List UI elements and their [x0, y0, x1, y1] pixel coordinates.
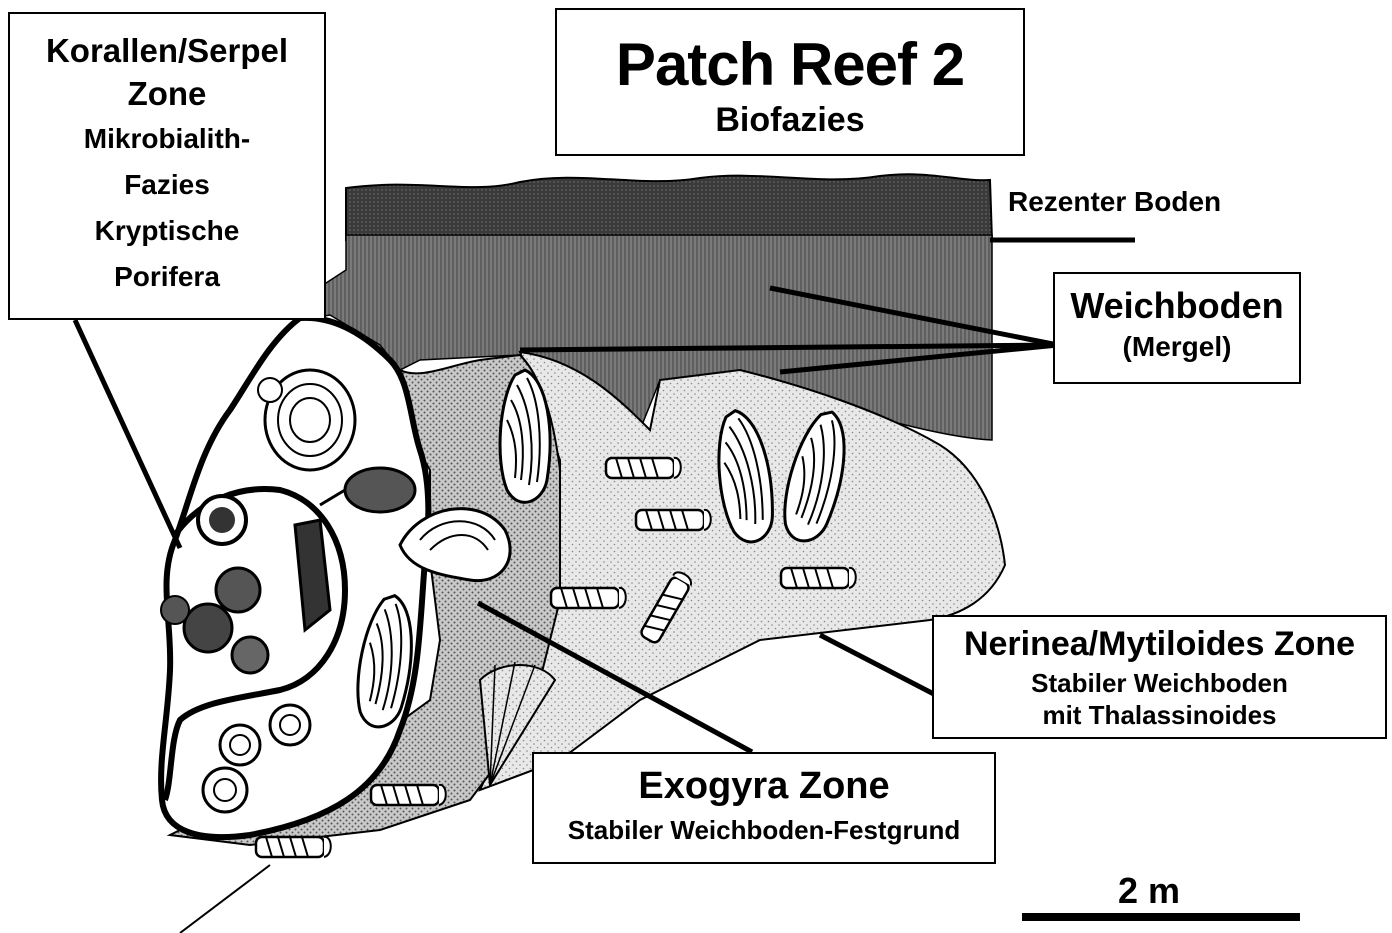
nerinea-snail-icon — [256, 837, 331, 857]
label-korallen-sub2: Fazies — [10, 162, 324, 208]
nerinea-snail-icon — [636, 510, 711, 530]
label-exogyra-box: Exogyra Zone Stabiler Weichboden-Festgru… — [532, 752, 996, 864]
label-weichboden-sub: (Mergel) — [1055, 328, 1299, 366]
title-box: Patch Reef 2 Biofazies — [555, 8, 1025, 156]
label-exogyra-sub: Stabiler Weichboden-Festgrund — [534, 812, 994, 848]
label-korallen-box: Korallen/Serpel Zone Mikrobialith- Fazie… — [8, 12, 326, 320]
nerinea-snail-icon — [371, 785, 446, 805]
label-nerinea-sub1: Stabiler Weichboden — [934, 667, 1385, 699]
label-korallen-sub3: Kryptische — [10, 208, 324, 254]
label-korallen-title: Korallen/Serpel — [10, 30, 324, 72]
nerinea-snail-icon — [781, 568, 856, 588]
label-korallen-sub1: Mikrobialith- — [10, 116, 324, 162]
nerinea-snail-icon — [551, 588, 626, 608]
label-rezenter-boden: Rezenter Boden — [1008, 186, 1221, 218]
label-exogyra-title: Exogyra Zone — [534, 760, 994, 812]
mussel-fossil-icon — [500, 370, 550, 502]
label-korallen-sub4: Porifera — [10, 254, 324, 300]
label-weichboden-box: Weichboden (Mergel) — [1053, 272, 1301, 384]
label-korallen-zone: Zone — [10, 72, 324, 116]
nerinea-snail-icon — [606, 458, 681, 478]
scale-label: 2 m — [1118, 870, 1180, 912]
label-nerinea-box: Nerinea/Mytiloides Zone Stabiler Weichbo… — [932, 615, 1387, 739]
page-subtitle: Biofazies — [557, 100, 1023, 140]
label-weichboden-title: Weichboden — [1055, 284, 1299, 328]
recent-soil-layer — [346, 174, 992, 240]
label-nerinea-sub2: mit Thalassinoides — [934, 699, 1385, 731]
label-nerinea-title: Nerinea/Mytiloides Zone — [934, 621, 1385, 667]
page-title: Patch Reef 2 — [557, 30, 1023, 100]
